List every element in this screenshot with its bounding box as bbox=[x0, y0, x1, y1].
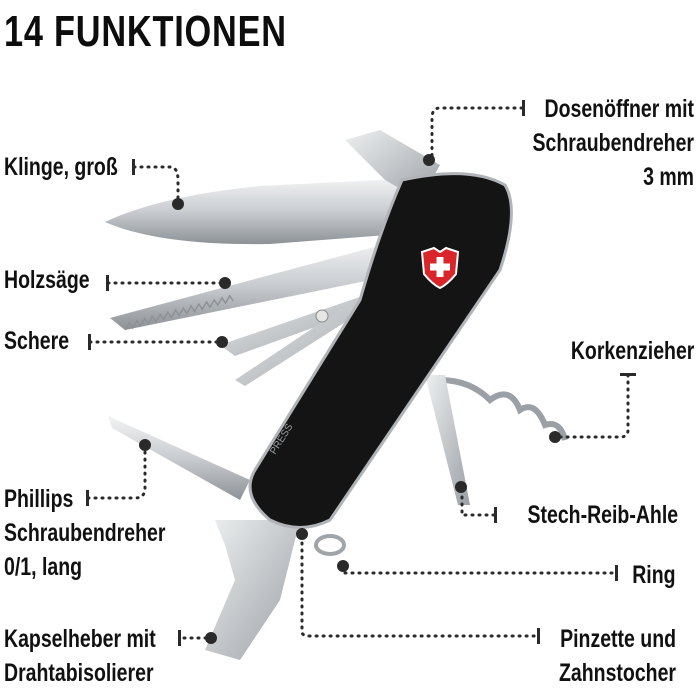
label-line: Phillips bbox=[4, 485, 74, 513]
page-title: 14 FUNKTIONEN bbox=[4, 7, 287, 56]
label-line: 3 mm bbox=[643, 163, 694, 191]
label-line: Dosenöffner mit bbox=[544, 95, 694, 123]
label-bottle-opener: Kapselheber mit Drahtabisolierer bbox=[4, 622, 156, 690]
large-blade bbox=[105, 178, 425, 245]
label-line: Pinzette und bbox=[560, 625, 676, 653]
label-line: Kapselheber mit bbox=[4, 625, 156, 653]
label-ring: Ring bbox=[632, 561, 676, 589]
label-scissors: Schere bbox=[4, 327, 70, 355]
swiss-cross-shield-icon bbox=[420, 246, 460, 290]
label-line: Schraubendreher bbox=[532, 129, 694, 157]
awl bbox=[425, 375, 470, 505]
label-large-blade: Klinge, groß bbox=[4, 153, 118, 181]
label-line: Drahtabisolierer bbox=[4, 659, 154, 687]
wood-saw bbox=[110, 240, 410, 330]
label-line: Zahnstocher bbox=[558, 659, 676, 687]
label-corkscrew: Korkenzieher bbox=[570, 337, 694, 365]
label-line: Schraubendreher bbox=[4, 519, 166, 547]
label-tweezers-toothpick: Pinzette und Zahnstocher bbox=[559, 622, 676, 690]
label-wood-saw: Holzsäge bbox=[4, 266, 90, 294]
phillips-screwdriver bbox=[108, 416, 250, 500]
label-line: 0/1, lang bbox=[4, 553, 83, 581]
corkscrew bbox=[439, 377, 568, 441]
label-phillips-screwdriver: Phillips Schraubendreher 0/1, lang bbox=[4, 482, 165, 584]
label-awl: Stech-Reib-Ahle bbox=[527, 501, 678, 529]
label-can-opener: Dosenöffner mit Schraubendreher 3 mm bbox=[533, 92, 694, 194]
bottle-opener bbox=[205, 520, 300, 660]
key-ring bbox=[314, 534, 346, 556]
